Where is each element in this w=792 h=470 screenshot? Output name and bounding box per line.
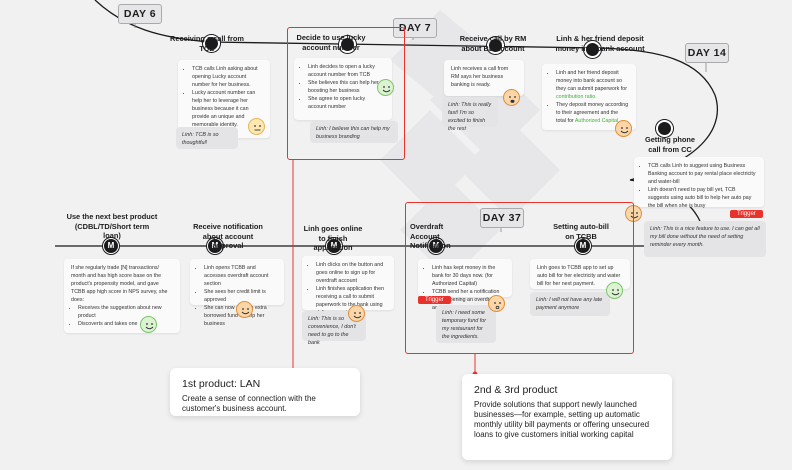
step-card-receive-rm-call: Linh receives a call from RM says her bu… [444, 60, 524, 96]
trigger-badge: Trigger [418, 296, 451, 304]
timeline-dot [656, 120, 673, 137]
step-card-deposit-money: Linh and her friend deposit money into b… [542, 64, 636, 130]
highlight-box-second-third-product [405, 202, 634, 354]
excited-face-icon [503, 89, 520, 106]
quote-decide-lucky: Linh: I believe this can help my busines… [310, 121, 398, 143]
step-card-phone-call-cc: TCB calls Linh to suggest using Business… [634, 157, 764, 210]
callout-text: Create a sense of connection with the cu… [182, 394, 316, 413]
card-bullet: She agree to open lucky account number [308, 95, 385, 111]
card-bullet: They deposit money according to their ag… [556, 101, 629, 125]
step-card-finish-application: Linh clicks on the button and goes onlin… [302, 256, 394, 316]
happy-face-icon [140, 316, 157, 333]
step-title-receiving-call: Receiving a call from TCB [170, 34, 244, 53]
card-intro-text: If she regularly trade [N] transactions/… [71, 265, 168, 303]
step-title-account-approval: Receive notification about account appro… [193, 222, 263, 250]
callout-title: 2nd & 3rd product [474, 384, 558, 396]
card-bullet: Lucky account number can help her to lev… [192, 89, 263, 129]
card-bullet: Receives the suggestion about new produc… [78, 304, 173, 320]
timeline-dot [487, 37, 504, 54]
highlight-box-lan [287, 27, 405, 160]
step-card-auto-bill: Linh goes to TCBB app to set up auto bil… [530, 259, 630, 289]
quote-overdraft-notification: Linh: I need some temporary fund for my … [436, 305, 496, 343]
card-bullet: Linh and her friend deposit money into b… [556, 69, 629, 101]
step-card-account-approval: Linh opens TCBB and accesses overdraft a… [190, 259, 284, 327]
step-card-next-best-product: If she regularly trade [N] transactions/… [64, 259, 180, 333]
happy-face-icon [348, 305, 365, 322]
authorized-capital-text: Authorized Capital. [574, 118, 620, 124]
card-bullet: Linh opens TCBB and accesses overdraft a… [204, 264, 277, 288]
step-title-phone-call-cc: Getting phone call from CC [644, 135, 696, 154]
quote-receiving-call: Linh: TCB is so thoughtful! [176, 127, 238, 149]
step-title-overdraft-notification: Overdraft Account Notification [410, 222, 451, 250]
day-14-label: DAY 14 [685, 43, 729, 63]
quote-phone-call-cc: Linh: This is a nice feature to use. I c… [644, 221, 766, 257]
card-bullet: Linh doesn't need to pay bill yet, TCB s… [648, 186, 757, 210]
step-title-auto-bill: Setting auto-bill on TCBB [553, 222, 609, 241]
timeline-dot [584, 41, 601, 58]
product-marker-icon: M [103, 238, 119, 254]
card-bullet: Linh decides to open a lucky account num… [308, 63, 385, 79]
happy-face-icon [606, 282, 623, 299]
step-title-next-best-product: Use the next best product (CDBL/TD/Short… [66, 212, 158, 240]
step-title-finish-application: Linh goes online to finish application [303, 224, 363, 252]
day-6-label: DAY 6 [118, 4, 162, 24]
callout-text: Provide solutions that support newly lau… [474, 400, 650, 439]
callout-second-third-product: 2nd & 3rd product Provide solutions that… [462, 374, 672, 460]
timeline-dot [339, 36, 356, 53]
card-bullet: Linh clicks on the button and goes onlin… [316, 261, 387, 285]
happy-face-icon [615, 120, 632, 137]
contribution-ratio-text: contribution ratio. [556, 94, 597, 100]
product-marker-icon: M [326, 238, 342, 254]
step-card-overdraft-notification: Linh has kept money in the bank for 30 d… [418, 259, 512, 311]
happy-face-icon [377, 79, 394, 96]
callout-title: 1st product: LAN [182, 378, 261, 390]
worried-face-icon [488, 295, 505, 312]
step-title-decide-lucky: Decide to use lucky account number [296, 33, 366, 52]
card-bullet: She can now use the extra borrowed fund … [204, 304, 277, 328]
step-title-deposit-money: Linh & her friend deposit money into ban… [555, 34, 645, 53]
step-card-decide-lucky: Linh decides to open a lucky account num… [294, 58, 392, 120]
product-marker-icon: M [575, 238, 591, 254]
callout-first-product: 1st product: LAN Create a sense of conne… [170, 368, 360, 416]
quote-auto-bill: Linh: I will not have any late payment a… [530, 292, 610, 316]
day-37-label: DAY 37 [480, 208, 524, 228]
product-marker-icon: M [428, 238, 444, 254]
card-bullet: Linh has kept money in the bank for 30 d… [432, 264, 505, 288]
card-bullet: TCB calls Linh asking about opening Luck… [192, 65, 263, 89]
card-bullet: Discoverts and takes one [78, 320, 173, 328]
happy-face-icon [236, 301, 253, 318]
card-bullet: She sees her credit limit is approved [204, 288, 277, 304]
step-title-receive-rm-call: Receive call by RM about BB account [459, 34, 527, 53]
quote-receive-rm-call: Linh: This is really fast! I'm so excite… [442, 97, 498, 132]
timeline-dot [203, 35, 220, 52]
card-bullet: She believes this can help her boosting … [308, 79, 385, 95]
card-bullet: TCB calls Linh to suggest using Business… [648, 162, 757, 186]
trigger-badge: Trigger [730, 210, 763, 218]
neutral-face-icon [248, 118, 265, 135]
product-marker-icon: M [207, 238, 223, 254]
